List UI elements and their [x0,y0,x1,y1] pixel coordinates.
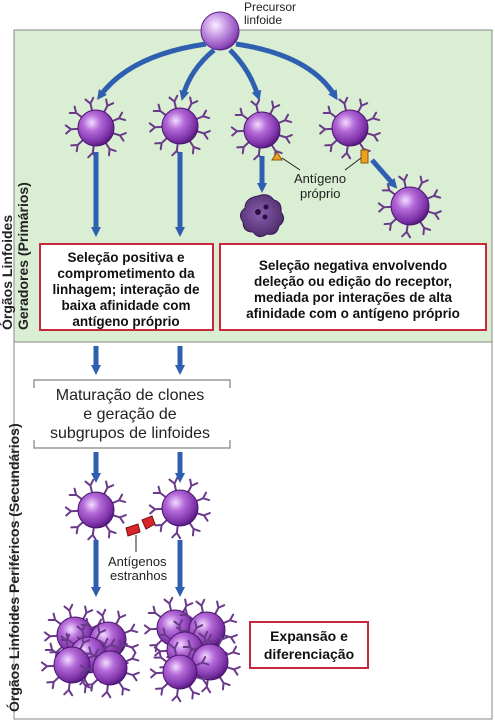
self-antigen-label-1: Antígeno [294,171,346,186]
selection-arrows [91,152,398,237]
lymphocyte-cell [230,98,293,162]
self-antigen-bar [360,149,369,164]
maturation-bracket [33,379,231,449]
lymphocyte-cell [64,96,127,160]
foreign-antigen-2 [141,515,156,530]
foreign-antigen-1 [125,523,141,537]
primary-organs-label-1: Órgãos Linfoides [0,215,15,330]
positive-selection-box [39,243,214,331]
maturation-text: Maturação de clones e geração de subgrupos… [50,387,210,442]
expansion-box [249,621,369,669]
lymphocyte-cell [318,96,381,160]
precursor-label-2: linfoide [244,13,282,27]
lymphocyte-cell [64,478,127,542]
precursor-cell [200,11,240,51]
positive-selection-line: antígeno próprio [72,314,179,329]
peripheral-organs-label: Órgãos Linfoides Periféricos (Secundário… [5,423,22,712]
maturation-line: Maturação de clones [56,387,205,404]
expansion-label-2: diferenciação [264,646,354,662]
negative-selection-line: afinidade com o antígeno próprio [246,306,460,321]
primary-organs-label-2: Geradores (Primários) [15,182,31,330]
positive-selection-line: linhagem; interação de [52,282,200,297]
lymphocyte-cells [40,94,442,703]
expansion-label-1: Expansão e [270,628,348,644]
positive-selection-line: comprometimento da [57,266,195,281]
apoptotic-cell [239,194,285,238]
maturation-arrows [91,346,185,375]
negative-selection-line: mediada por interações de alta [254,290,453,305]
precursor-label-1: Precursor [244,0,296,14]
lymphocyte-cell [148,94,211,158]
positive-selection-line: baixa afinidade com [61,298,190,313]
lymphocyte-cell [377,173,442,239]
negative-selection-line: Seleção negativa envolvendo [259,258,447,273]
positive-selection-line: Seleção positiva e [67,250,185,265]
self-antigen-pointer-left [281,157,301,171]
negative-selection-box [219,243,487,331]
peripheral-arrows [91,452,185,597]
self-antigen-pointer-right [344,157,362,171]
self-antigen-label-2: próprio [300,186,340,201]
lymphocyte-cell [149,641,210,703]
lymphocyte-cell [79,637,140,699]
lymphocyte-cell [148,476,211,540]
maturation-line: e geração de [83,406,177,423]
lineage-arrows [97,41,338,101]
foreign-antigens-label-2: estranhos [110,568,168,583]
self-antigen-triangle [271,151,283,161]
foreign-antigens-label-1: Antígenos [108,554,167,569]
negative-selection-line: deleção ou edição do receptor, [254,274,452,289]
maturation-line: subgrupos de linfoides [50,425,210,442]
